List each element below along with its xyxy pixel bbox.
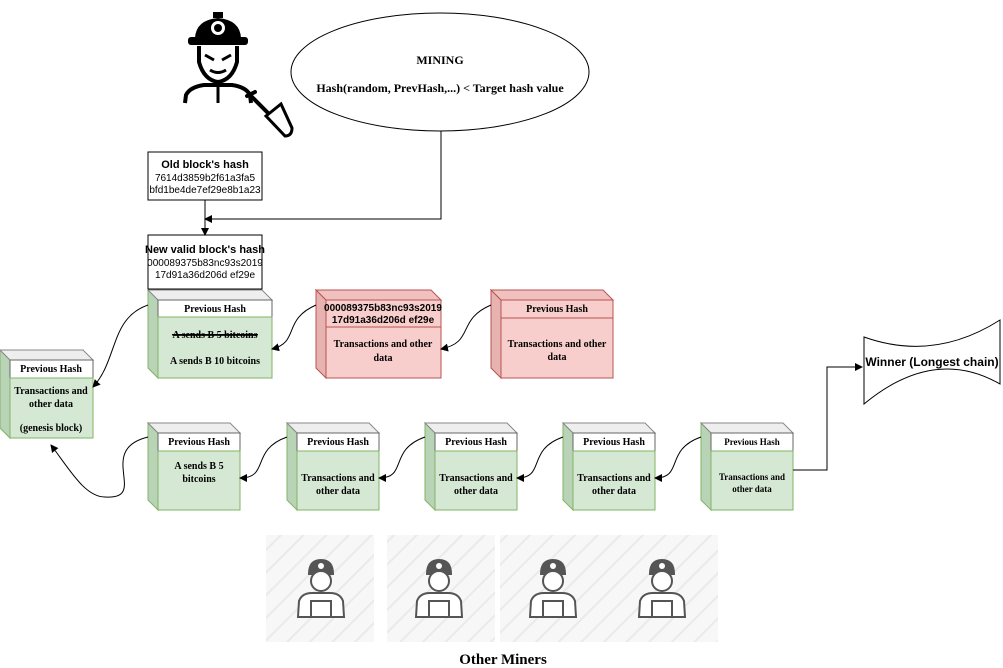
mining-formula: Hash(random, PrevHash,...) < Target hash…	[316, 81, 564, 95]
link-bottom1-to-genesis	[50, 436, 149, 498]
bottom-block-1-body2: bitcoins	[182, 474, 215, 485]
link-top-green-to-genesis	[92, 304, 149, 388]
top-green-header: Previous Hash	[184, 304, 246, 315]
top-red2-body2: data	[548, 352, 567, 363]
top-red2-header: Previous Hash	[526, 304, 588, 315]
bottom-block-5-header: Previous Hash	[724, 437, 780, 447]
bottom-block-4-body1: Transactions and	[577, 473, 651, 484]
mining-connector	[201, 131, 442, 236]
link-red1-to-green	[271, 304, 317, 352]
bottom-block-1-body1: A sends B 5	[174, 461, 223, 472]
top-green-block: Previous Hash A sends B 5 bitcoins A sen…	[146, 288, 274, 380]
worker-icon-3	[528, 558, 578, 618]
bottom-block-2-header: Previous Hash	[307, 437, 369, 448]
bottom-block-4-body2: other data	[592, 486, 636, 497]
miner-icon	[183, 12, 253, 104]
worker-icon-1	[296, 558, 346, 618]
genesis-body3: (genesis block)	[20, 423, 83, 434]
new-hash-box: New valid block's hash 000089375b83nc93s…	[145, 234, 265, 290]
bottom-block-3-body1: Transactions and	[439, 473, 513, 484]
genesis-body2: other data	[29, 399, 73, 410]
bottom-block-5-body1: Transactions and	[719, 472, 785, 482]
bottom-block-2: Previous Hash Transactions and other dat…	[285, 421, 381, 512]
top-green-struck: A sends B 5 bitcoins	[172, 330, 257, 341]
old-hash-line1: 7614d3859b2f61a3fa5	[155, 173, 256, 184]
link-red2-to-red1	[440, 304, 492, 352]
worker-icon-4	[637, 558, 687, 618]
bottom-block-1-header: Previous Hash	[168, 437, 230, 448]
link-bottom5-to-bottom4	[654, 436, 702, 482]
top-red-block-1: 000089375b83nc93s2019 17d91a36d206d ef29…	[314, 288, 442, 380]
bottom-block-2-body1: Transactions and	[301, 473, 375, 484]
winner-shape: Winner (Longest chain)	[863, 319, 1001, 406]
bottom-block-3: Previous Hash Transactions and other dat…	[423, 421, 519, 512]
link-bottom2-to-bottom1	[239, 436, 288, 482]
new-hash-line2: 17d91a36d206d ef29e	[155, 270, 256, 281]
worker-icon-2	[414, 558, 464, 618]
bottom-block-5-body2: other data	[732, 484, 772, 494]
link-to-winner	[793, 363, 863, 471]
bottom-block-5: Previous Hash Transactions and other dat…	[699, 421, 795, 512]
bottom-block-1: Previous Hash A sends B 5 bitcoins	[146, 421, 242, 512]
top-red1-header2: 17d91a36d206d ef29e	[332, 315, 435, 326]
other-miners-panels	[266, 535, 718, 642]
top-red1-header1: 000089375b83nc93s2019	[324, 303, 442, 314]
shovel-icon	[245, 90, 294, 138]
top-red2-body1: Transactions and other	[508, 339, 607, 350]
genesis-block: Previous Hash Transactions and other dat…	[0, 349, 95, 440]
bottom-block-2-body2: other data	[316, 486, 360, 497]
link-bottom3-to-bottom2	[378, 436, 426, 482]
top-red-block-2: Previous Hash Transactions and other dat…	[489, 288, 615, 380]
new-hash-line1: 000089375b83nc93s2019	[147, 258, 263, 269]
genesis-header: Previous Hash	[20, 364, 82, 375]
other-miners-label: Other Miners	[459, 652, 547, 668]
top-red1-body1: Transactions and other	[334, 339, 433, 350]
top-red1-body2: data	[374, 353, 393, 364]
mining-ellipse: MINING Hash(random, PrevHash,...) < Targ…	[290, 12, 590, 132]
old-hash-title: Old block's hash	[161, 159, 249, 171]
bottom-block-4-header: Previous Hash	[583, 437, 645, 448]
link-bottom4-to-bottom3	[516, 436, 564, 482]
mining-title: MINING	[416, 53, 463, 67]
genesis-body1: Transactions and	[14, 386, 88, 397]
top-green-body: A sends B 10 bitcoins	[170, 356, 260, 367]
winner-label: Winner (Longest chain)	[865, 355, 998, 369]
bottom-block-4: Previous Hash Transactions and other dat…	[561, 421, 657, 512]
new-hash-title: New valid block's hash	[145, 244, 265, 256]
old-hash-line2: bfd1be4de7ef29e8b1a23	[149, 185, 261, 196]
old-hash-box: Old block's hash 7614d3859b2f61a3fa5 bfd…	[147, 151, 263, 201]
bottom-block-3-body2: other data	[454, 486, 498, 497]
bottom-block-3-header: Previous Hash	[445, 437, 507, 448]
chain-links	[50, 304, 863, 498]
